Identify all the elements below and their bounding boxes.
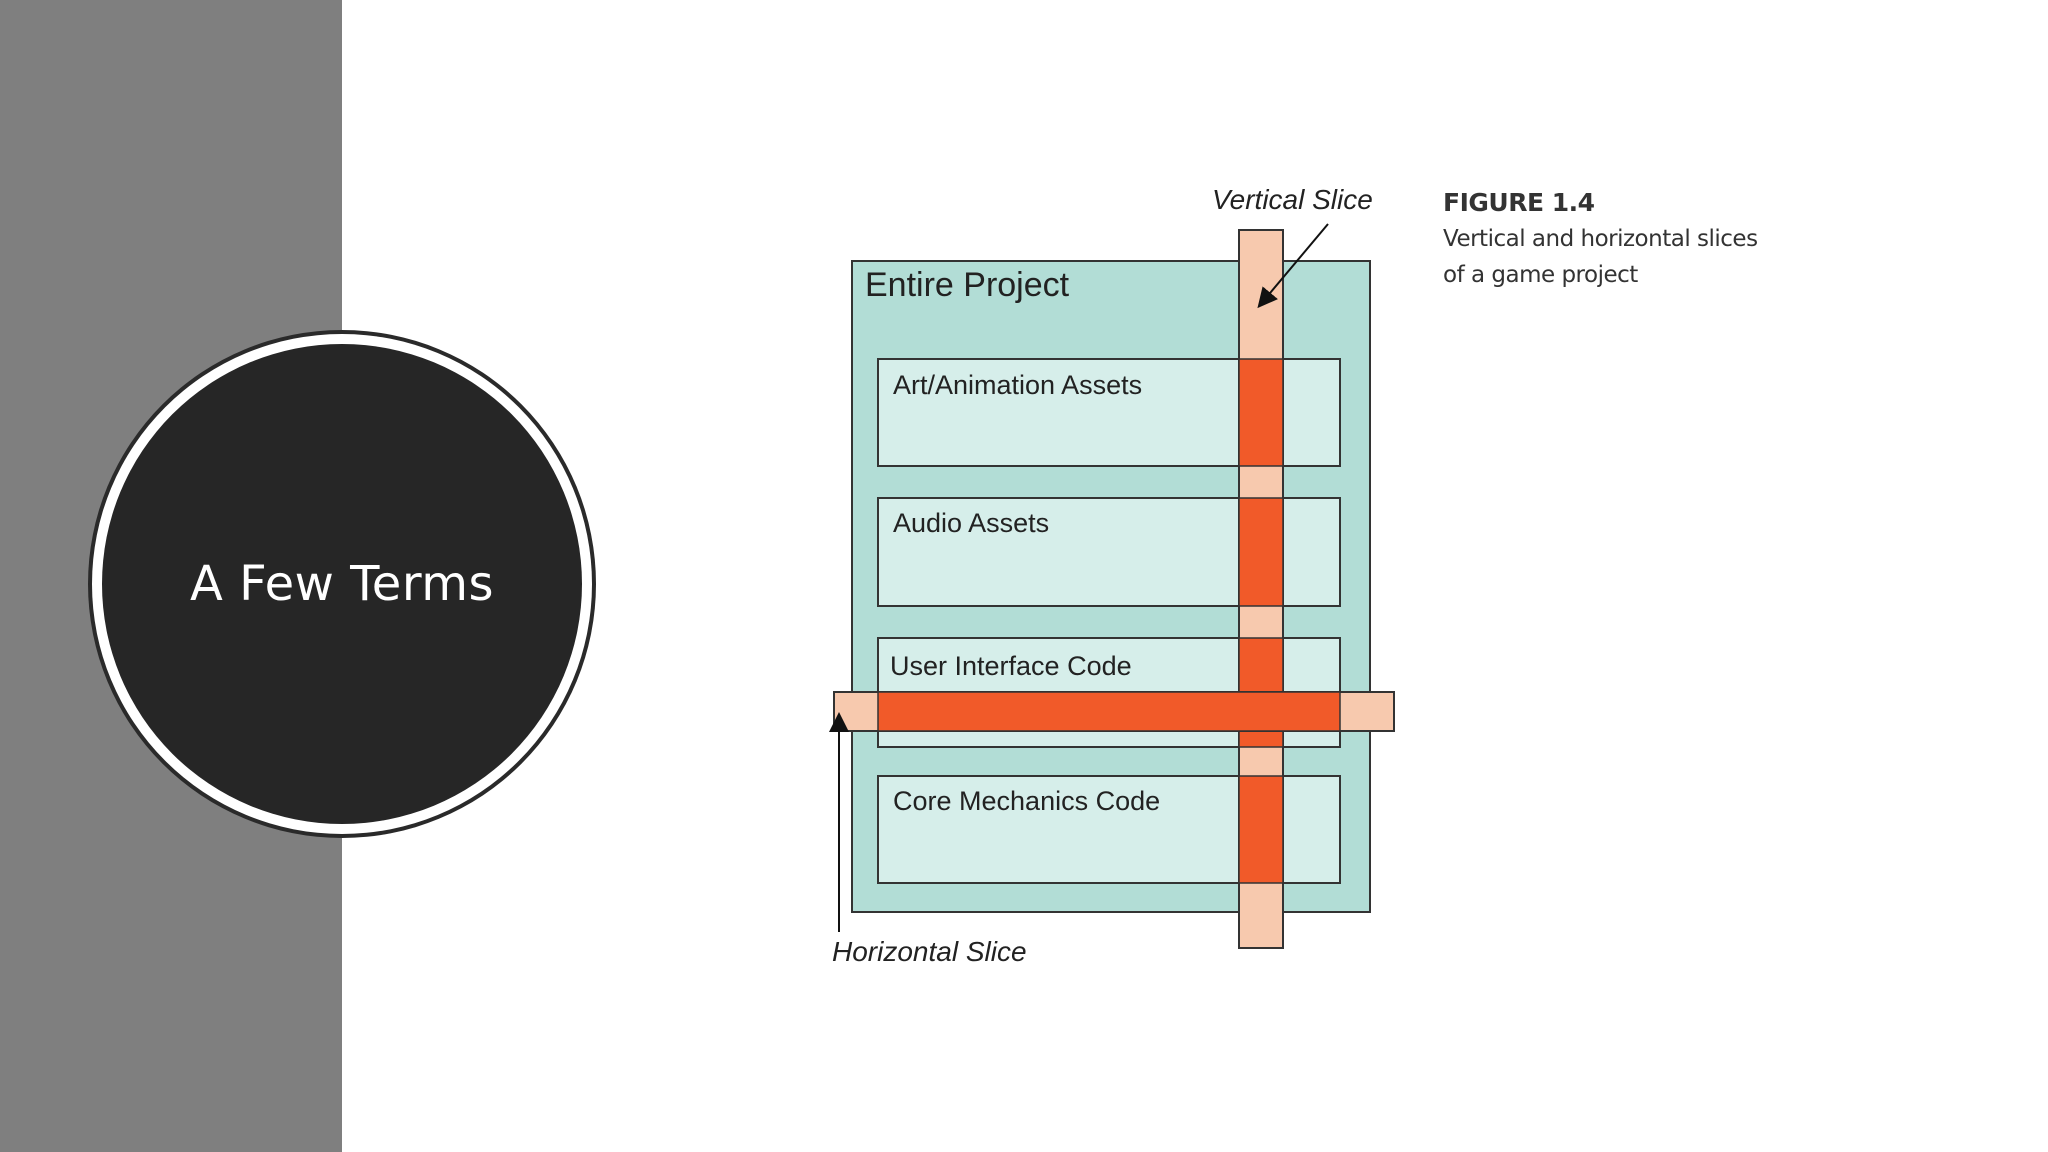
figure-caption: FIGURE 1.4 Vertical and horizontal slice… <box>1443 188 1783 293</box>
entire-project-label: Entire Project <box>865 266 1070 304</box>
layer-label-core: Core Mechanics Code <box>893 786 1160 816</box>
figure-description: Vertical and horizontal slices of a game… <box>1443 226 1758 288</box>
slide-title: A Few Terms <box>190 556 494 612</box>
vertical-slice-label: Vertical Slice <box>1212 184 1373 215</box>
figure-number: FIGURE 1.4 <box>1443 188 1595 217</box>
horizontal-slice-segment <box>877 691 1341 732</box>
title-circle: A Few Terms <box>102 344 582 824</box>
vertical-slice-segment-core <box>1238 775 1284 884</box>
horizontal-slice-label: Horizontal Slice <box>832 936 1027 967</box>
layer-label-audio: Audio Assets <box>893 508 1049 538</box>
vertical-slice-segment-art <box>1238 358 1284 467</box>
vertical-slice-segment-audio <box>1238 497 1284 607</box>
vertical-slice-arrow <box>1257 223 1329 309</box>
layer-label-art: Art/Animation Assets <box>893 370 1142 400</box>
layer-label-ui: User Interface Code <box>890 651 1132 681</box>
